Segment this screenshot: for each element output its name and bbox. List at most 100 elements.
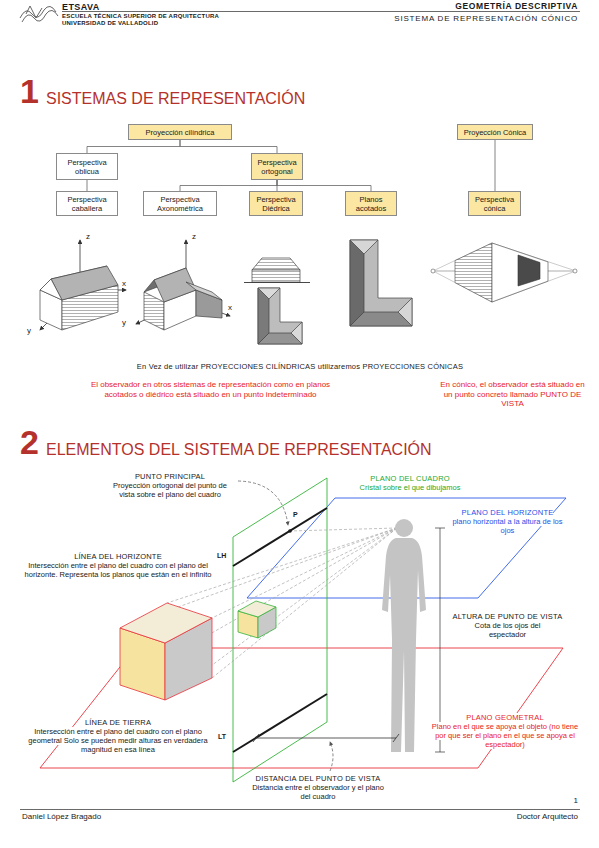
box-text: Perspectiva Diédrica: [252, 195, 300, 213]
label-box: LH: [217, 552, 231, 560]
height-dimension-part: [435, 752, 445, 753]
element-description: Cristal sobre el que dibujamos: [360, 483, 461, 492]
school-name: UNIVERSIDAD DE VALLADOLID: [62, 20, 158, 26]
point-label: P: [293, 511, 298, 518]
plain-box: Perspectiva caballera: [56, 191, 118, 216]
element-name: PLANO DEL CUADRO: [370, 474, 450, 483]
label-box: Doctor Arquitecto: [440, 812, 578, 822]
dihedral-views-part: [252, 270, 300, 282]
label-box: x: [122, 279, 132, 289]
hipped-roof-plan-part: [398, 298, 412, 326]
element-description: Distancia entre el observador y el plano…: [252, 783, 384, 801]
label-box: 1: [556, 796, 578, 806]
tree-connector: [180, 180, 277, 191]
axonometric-building: [144, 268, 222, 330]
intro-note: En Vez de utilizar PROYECCIONES CILÍNDRI…: [137, 362, 463, 371]
axis-label: x: [122, 279, 126, 288]
tree-connector: [87, 180, 88, 191]
line-label: LH: [217, 552, 226, 559]
axis-label: y: [122, 318, 126, 327]
author-title: Doctor Arquitecto: [517, 812, 578, 821]
picture-plane-part: [233, 478, 327, 782]
conical-perspective-part: [518, 255, 540, 286]
label-box: Intersección entre el plano del cuadro c…: [18, 727, 218, 754]
distance-dimension-part: [393, 734, 399, 742]
element-description: Cota de los ojos del espectador: [475, 621, 541, 639]
element-description: Intersección entre el plano del cuadro c…: [25, 561, 212, 579]
height-dimension-part: [440, 528, 441, 752]
label-box: ALTURA DE PUNTO DE VISTA: [445, 612, 570, 621]
section-heading: ELEMENTOS DEL SISTEMA DE REPRESENTACIÓN: [46, 441, 432, 458]
label-box: x: [228, 303, 238, 313]
element-name: ALTURA DE PUNTO DE VISTA: [453, 612, 563, 621]
label-box: Intersección entre el plano del cuadro c…: [18, 561, 218, 579]
oblique-house: [40, 266, 118, 330]
label-box: LÍNEA DEL HORIZONTE: [18, 552, 218, 561]
sight-rays-part: [212, 528, 397, 618]
category-box: Proyección cilíndrica: [128, 124, 232, 140]
element-name: DISTANCIA DEL PUNTO DE VISTA: [256, 774, 381, 783]
object-cube: [120, 603, 212, 700]
oblique-axes: [40, 240, 126, 330]
element-name: LÍNEA DEL HORIZONTE: [74, 552, 162, 561]
category-box: Perspectiva cónica: [468, 191, 521, 216]
hipped-roof-plan-part: [350, 240, 378, 254]
horizon-line-part: [288, 529, 292, 533]
label-box: SISTEMAS DE REPRESENTACIÓN: [46, 89, 476, 108]
school-logo: [20, 6, 58, 22]
element-name: PUNTO PRINCIPAL: [135, 472, 205, 481]
tree-connector: [495, 140, 496, 191]
object-cube-part: [120, 603, 212, 643]
label-box: PLANO DEL HORIZONTE: [435, 508, 580, 517]
axonometric-building-part: [186, 282, 222, 300]
element-description: Plano en el que se apoya el objeto (no t…: [432, 722, 578, 749]
label-box: ELEMENTOS DEL SISTEMA DE REPRESENTACIÓN: [46, 440, 546, 459]
course-title: GEOMETRÍA DESCRIPTIVA: [455, 1, 578, 11]
section-number: 1: [20, 72, 39, 110]
dihedral-views-part: [258, 288, 280, 299]
label-box: 1: [20, 74, 48, 108]
section-heading: SISTEMAS DE REPRESENTACIÓN: [46, 90, 305, 107]
label-box: PLANO GEOMETRAL: [430, 713, 580, 722]
label-box: El observador en otros sistemas de repre…: [88, 380, 333, 399]
plain-box: Perspectiva oblicua: [56, 153, 118, 180]
tree-connector: [277, 180, 371, 191]
label-box: DISTANCIA DEL PUNTO DE VISTA: [238, 774, 398, 783]
tree-connector: [87, 140, 180, 153]
element-name: LÍNEA DE TIERRA: [85, 718, 151, 727]
page-number: 1: [574, 796, 578, 805]
category-box: Planos acotados: [345, 191, 397, 216]
box-text: Perspectiva caballera: [59, 195, 115, 213]
leader-lines: [238, 481, 333, 771]
plain-box: Perspectiva Axonométrica: [143, 191, 217, 216]
axis-label: z: [86, 232, 90, 241]
sight-rays-part: [212, 528, 397, 678]
distance-dimension: [253, 734, 399, 742]
label-box: GEOMETRÍA DESCRIPTIVA: [330, 1, 578, 11]
label-box: Daniel López Bragado: [22, 812, 222, 822]
label-box: Distancia entre el observador y el plano…: [248, 783, 388, 801]
axis-label: z: [192, 232, 196, 241]
label-box: Plano en el que se apoya el objeto (no t…: [430, 722, 580, 749]
box-text: Planos acotados: [348, 195, 394, 213]
label-box: z: [192, 232, 202, 242]
category-box: Proyección Cónica: [457, 124, 533, 140]
axonometric-building-part: [144, 292, 164, 330]
hipped-roof-plan: [350, 240, 412, 326]
distance-dimension-part: [256, 738, 396, 739]
horizon-line-part: [233, 508, 327, 566]
conical-perspective-part: [492, 243, 548, 302]
dihedral-views-part: [252, 258, 300, 270]
box-text: Perspectiva ortogonal: [254, 158, 300, 176]
element-description: plano horizontal a la altura de los ojos: [452, 517, 562, 535]
document-title: SISTEMA DE REPRESENTACIÓN CÓNICO: [394, 14, 578, 23]
ground-line: [233, 694, 327, 752]
box-text: Proyección Cónica: [464, 128, 527, 137]
element-description: Proyección ortogonal del punto de vista …: [113, 481, 227, 499]
label-box: Cota de los ojos del espectador: [455, 621, 560, 639]
header-rule: [62, 11, 580, 12]
label-box: plano horizontal a la altura de los ojos: [445, 517, 570, 535]
box-text: Perspectiva Axonométrica: [146, 195, 214, 213]
projected-cube: [238, 601, 276, 638]
